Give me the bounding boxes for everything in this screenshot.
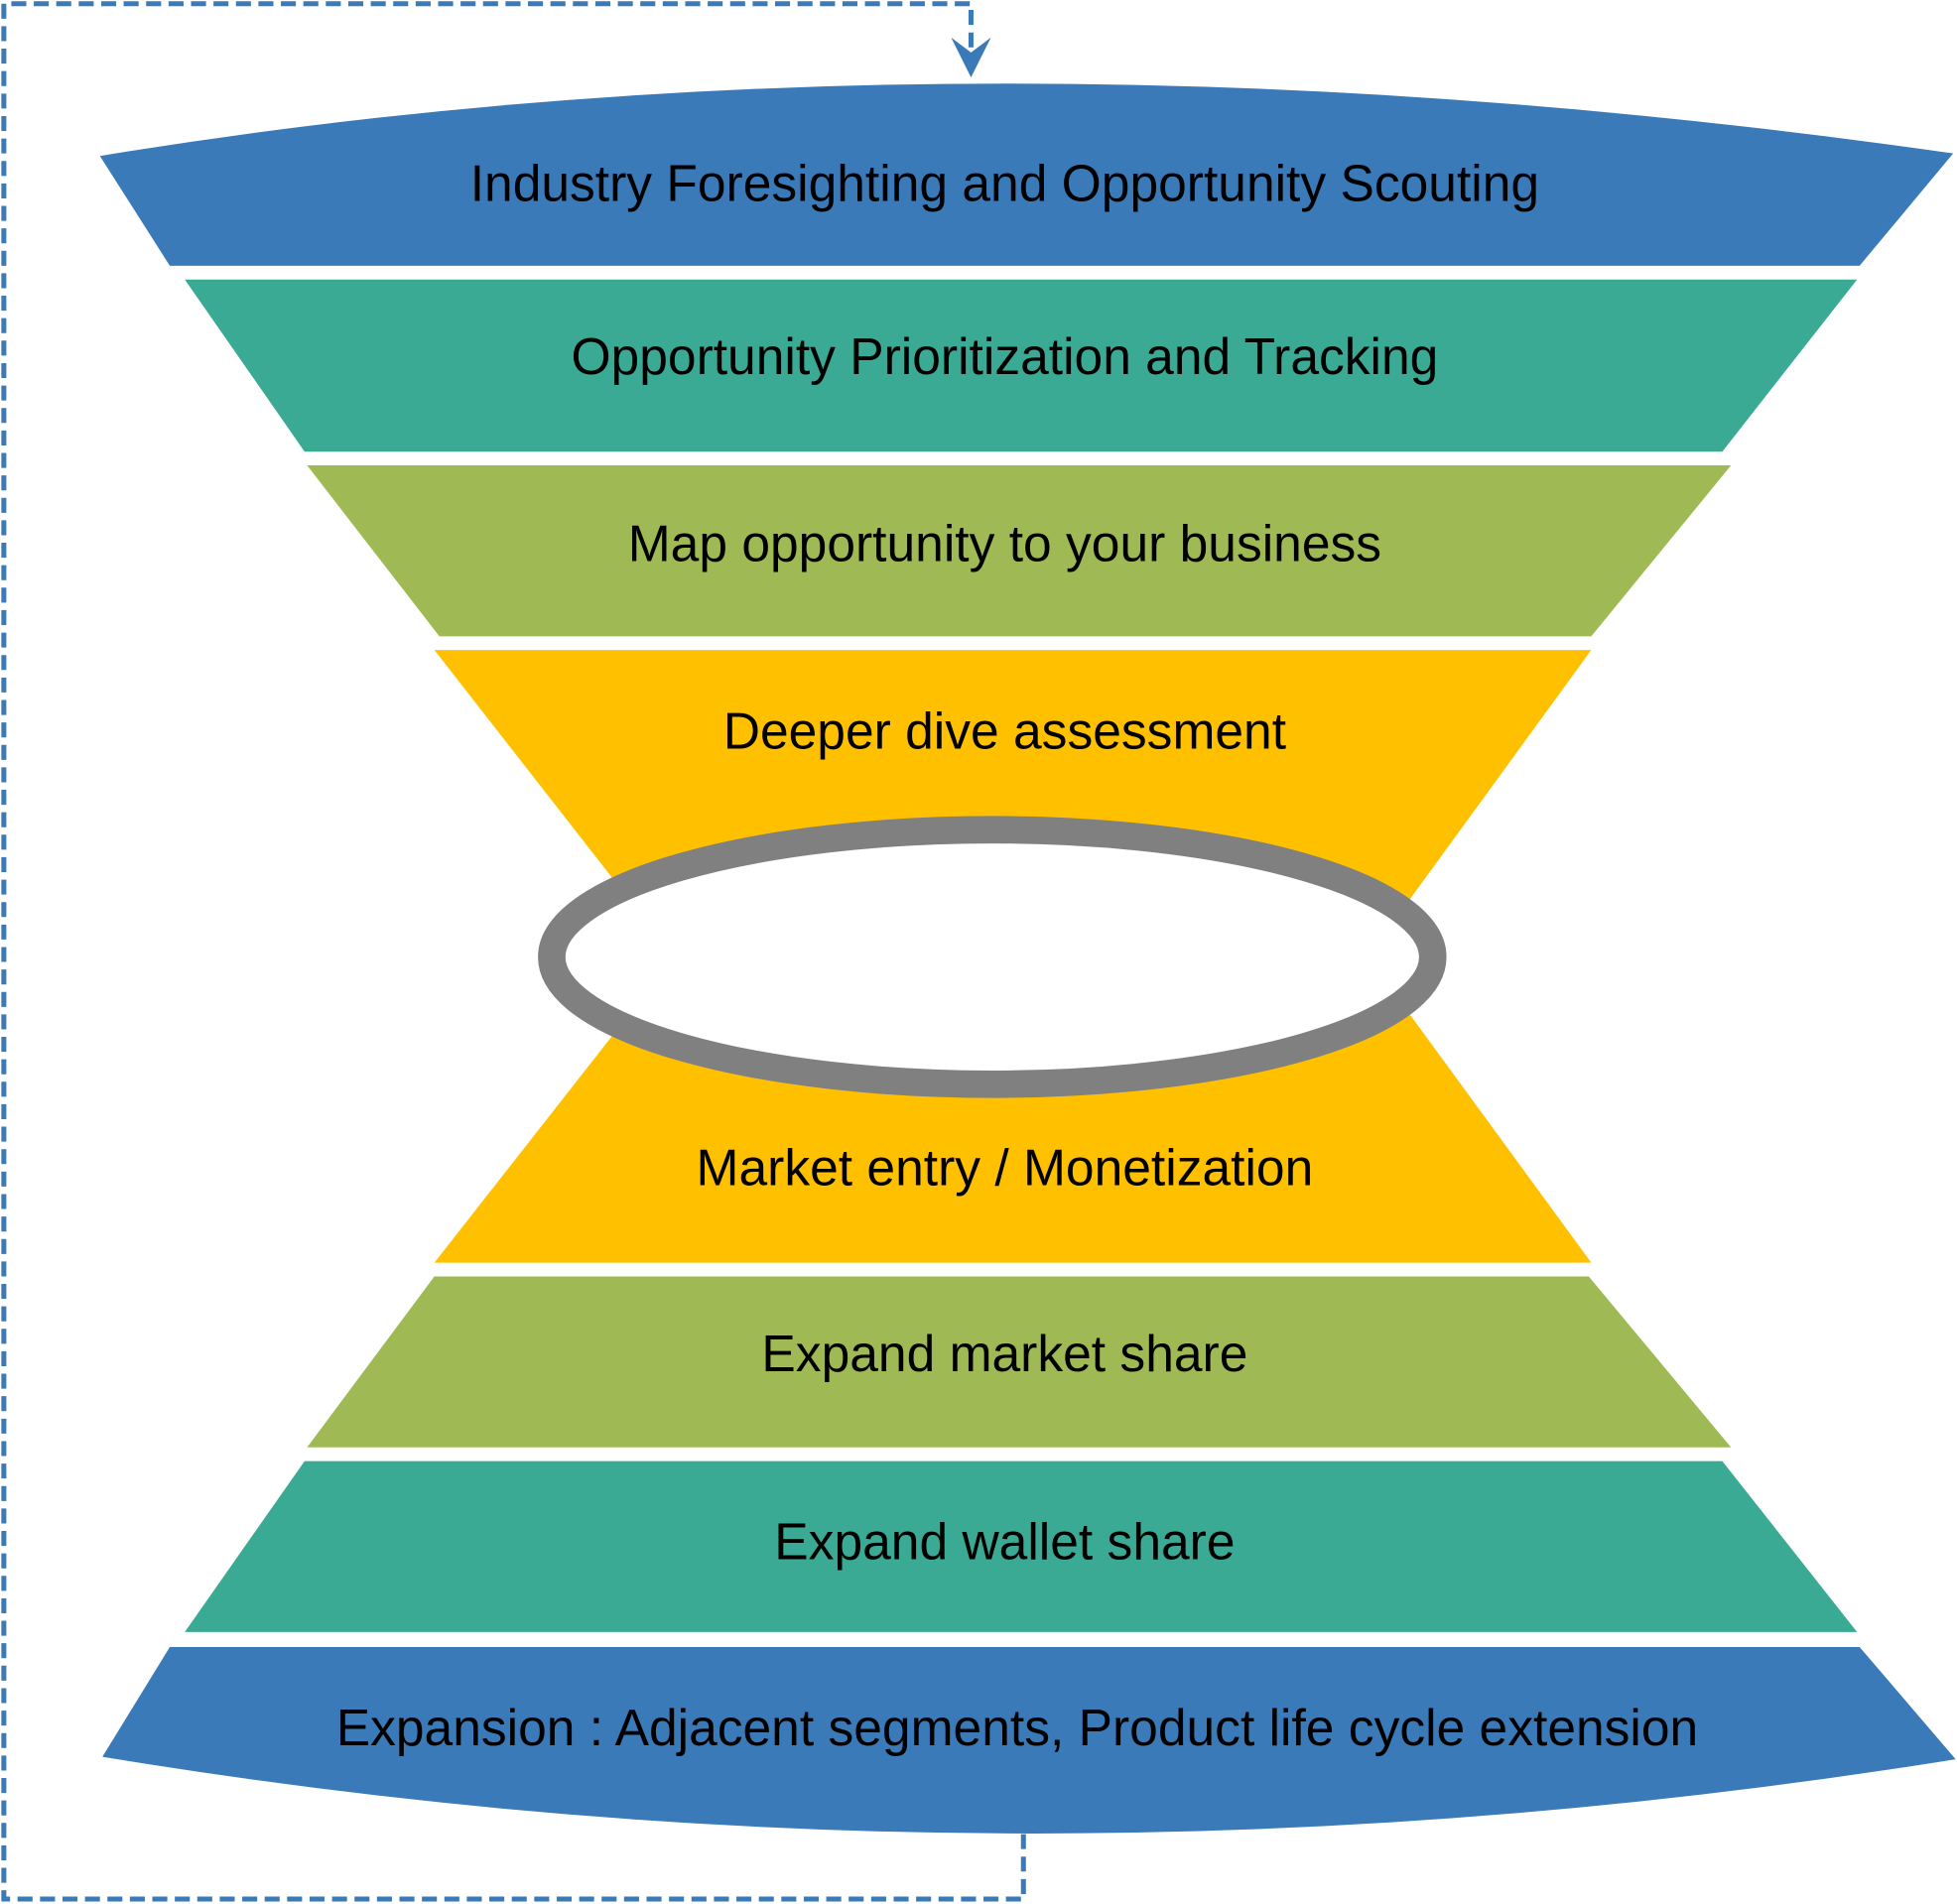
stage-6-shape (307, 1276, 1732, 1448)
stage-8-label: Expansion : Adjacent segments, Product l… (336, 1699, 1699, 1756)
stage-8-shape (102, 1646, 1956, 1834)
stage-6-label: Expand market share (761, 1325, 1247, 1382)
stage-7-shape (185, 1460, 1858, 1632)
center-ring (538, 816, 1447, 1098)
stage-2-shape (185, 279, 1858, 452)
stage-2-label: Opportunity Prioritization and Tracking (571, 327, 1438, 385)
stage-1-shape (99, 83, 1954, 266)
stage-7-label: Expand wallet share (774, 1513, 1235, 1571)
feedback-arrow-head (951, 37, 991, 77)
stage-5-label: Market entry / Monetization (697, 1138, 1314, 1196)
stage-1-label: Industry Foresighting and Opportunity Sc… (470, 154, 1539, 211)
stage-4-label: Deeper dive assessment (723, 701, 1286, 759)
stage-3-label: Map opportunity to your business (628, 515, 1381, 572)
stage-3-shape (307, 465, 1732, 637)
feedback-loop-line (1, 1, 1026, 1902)
